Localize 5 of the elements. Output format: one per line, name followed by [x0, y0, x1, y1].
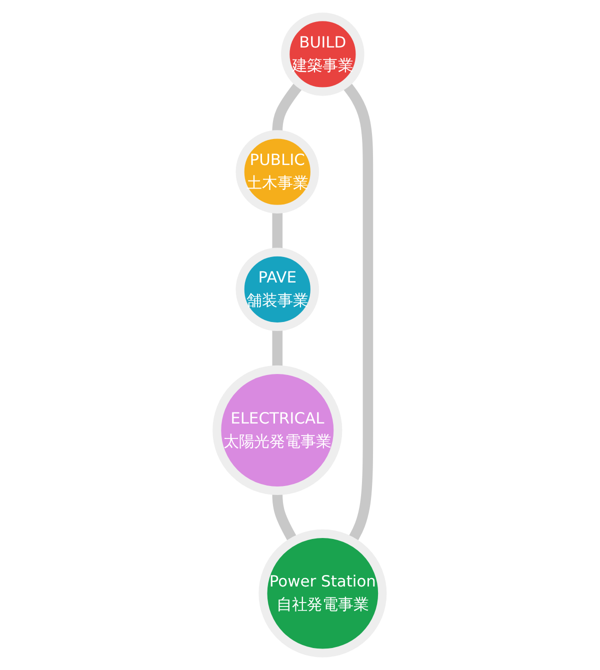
node-circle: PUBLIC 土木事業	[236, 130, 320, 214]
node-circle: PAVE 舗装事業	[236, 248, 320, 332]
node-circle: Power Station 自社発電事業	[259, 529, 388, 658]
node-circle: ELECTRICAL 太陽光発電事業	[212, 365, 343, 496]
node-circle: BUILD 建築事業	[281, 12, 365, 96]
